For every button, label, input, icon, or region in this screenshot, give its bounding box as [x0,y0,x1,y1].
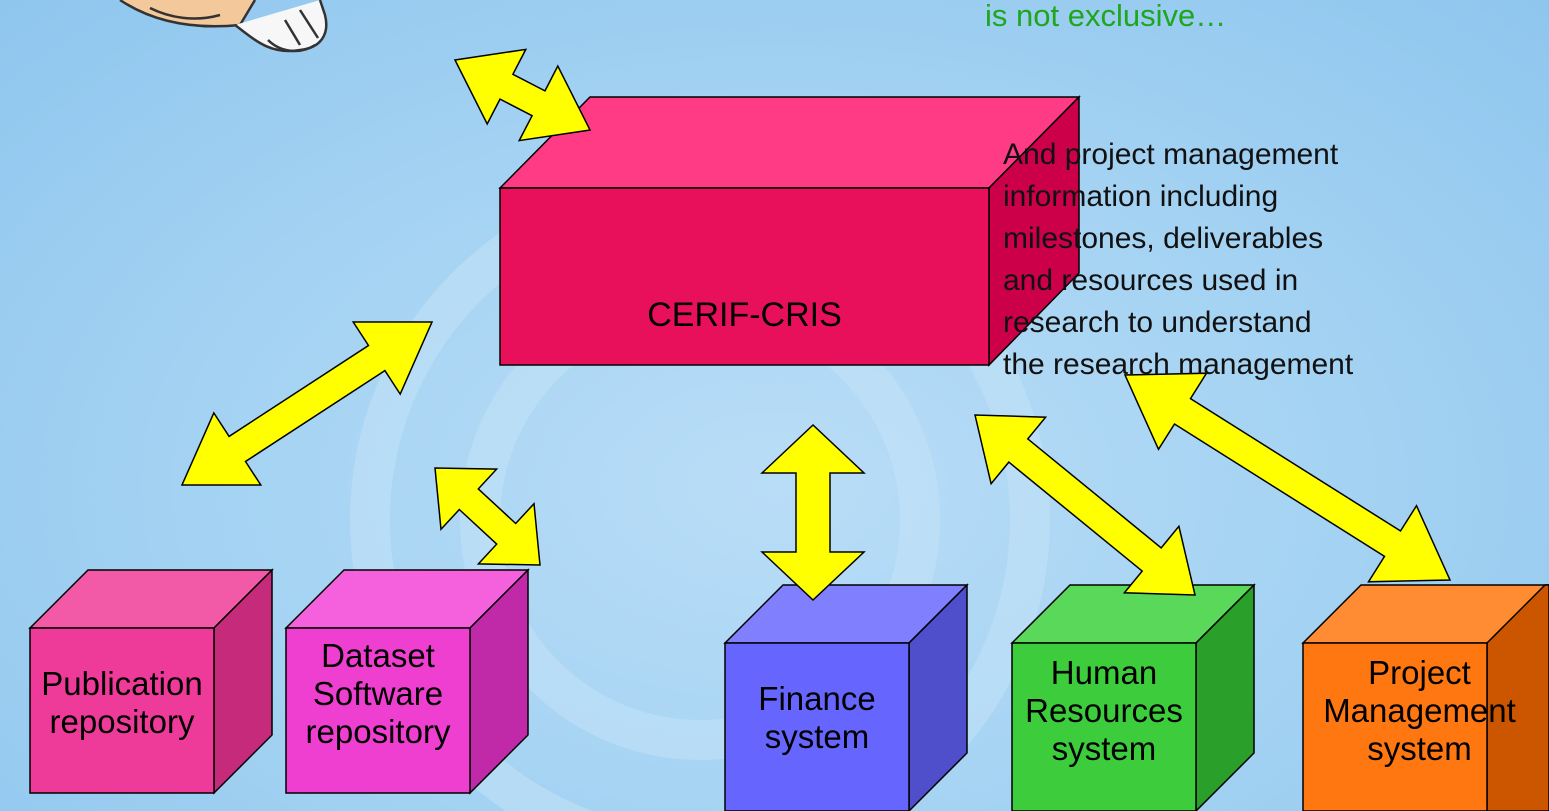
project-cube [1301,584,1549,811]
arrow-hr [974,414,1196,596]
arrow-person [453,48,592,142]
publication-cube [28,568,274,795]
project-label: Project Management system [1323,654,1516,767]
cerif-cris-box [498,95,1081,367]
dataset-label: Dataset Software repository [305,637,451,750]
hr-label: Human Resources system [1025,654,1183,767]
exclusive-note: is not exclusive… [985,0,1227,33]
finance-label: Finance system [758,680,876,755]
dataset-cube [284,568,530,795]
arrow-publication [180,321,434,486]
hr-cube [1010,583,1256,811]
project-management-note: And project management information inclu… [1003,138,1354,381]
publication-label: Publication repository [41,665,203,740]
finance-cube [723,583,969,811]
arrow-project [1123,372,1452,583]
connector-arrows [180,48,1452,602]
arrow-dataset [434,467,541,566]
cerif-cris-label: CERIF-CRIS [647,296,842,334]
person-illustration [119,0,328,53]
arrow-finance [760,423,866,602]
